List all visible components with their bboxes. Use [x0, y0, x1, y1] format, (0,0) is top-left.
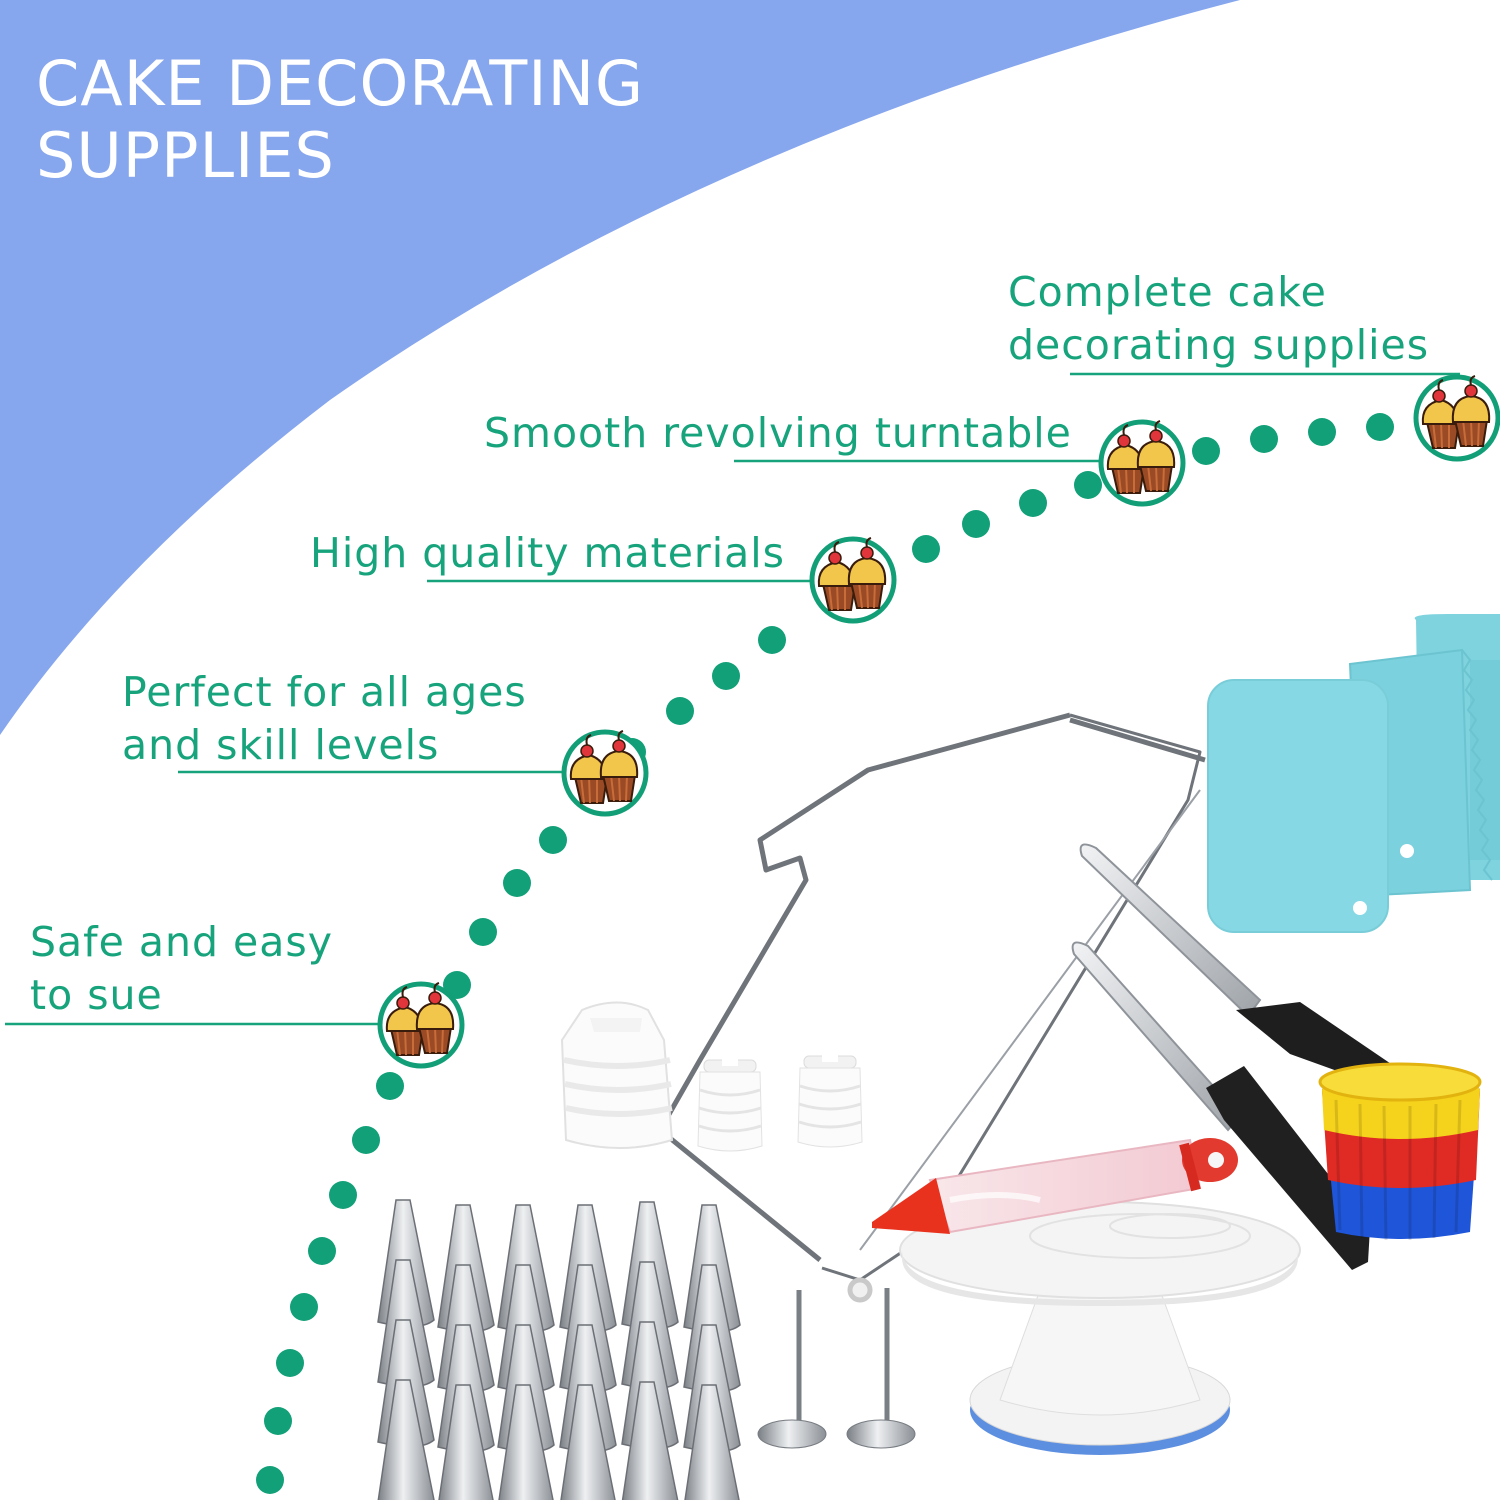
scrapers: [1207, 614, 1500, 933]
cupcake-badge-icon: [1414, 375, 1500, 461]
feature-all-ages: Perfect for all ages and skill levels: [122, 666, 527, 772]
feature-line: High quality materials: [310, 529, 786, 577]
page-title: CAKE DECORATING SUPPLIES: [36, 48, 644, 192]
feature-materials: High quality materials: [310, 527, 785, 580]
turntable: [899, 1201, 1301, 1455]
feature-line: decorating supplies: [1008, 321, 1430, 369]
silicone-cups: [1318, 1062, 1482, 1241]
feature-line: Smooth revolving turntable: [484, 409, 1072, 457]
feature-line: Complete cake: [1008, 268, 1327, 316]
dot-trail: [256, 413, 1394, 1494]
feature-complete-supplies: Complete cake decorating supplies: [1008, 266, 1429, 372]
feature-line: Perfect for all ages: [122, 668, 527, 716]
flower-nails: [757, 1288, 916, 1449]
feature-safe: Safe and easy to sue: [30, 916, 333, 1022]
cupcake-badge-icon: [1099, 420, 1185, 506]
title-line-1: CAKE DECORATING: [36, 47, 644, 120]
cupcake-badge-icon: [810, 537, 896, 623]
couplers: [696, 1050, 864, 1153]
feature-line: to sue: [30, 971, 163, 1019]
blue-banner: [0, 0, 1240, 735]
large-coupler: [560, 1001, 674, 1149]
title-line-2: SUPPLIES: [36, 119, 335, 192]
feature-turntable: Smooth revolving turntable: [484, 407, 1072, 460]
feature-line: and skill levels: [122, 721, 440, 769]
cupcake-badge-icon: [378, 982, 464, 1068]
underlines: [5, 372, 1460, 1026]
cake-leveler: [657, 712, 1206, 1303]
piping-tips: [377, 1199, 741, 1500]
cupcake-badge-icon: [562, 730, 648, 816]
decorating-pen: [872, 1138, 1238, 1234]
feature-line: Safe and easy: [30, 918, 333, 966]
icing-spatulas: [1071, 843, 1400, 1270]
